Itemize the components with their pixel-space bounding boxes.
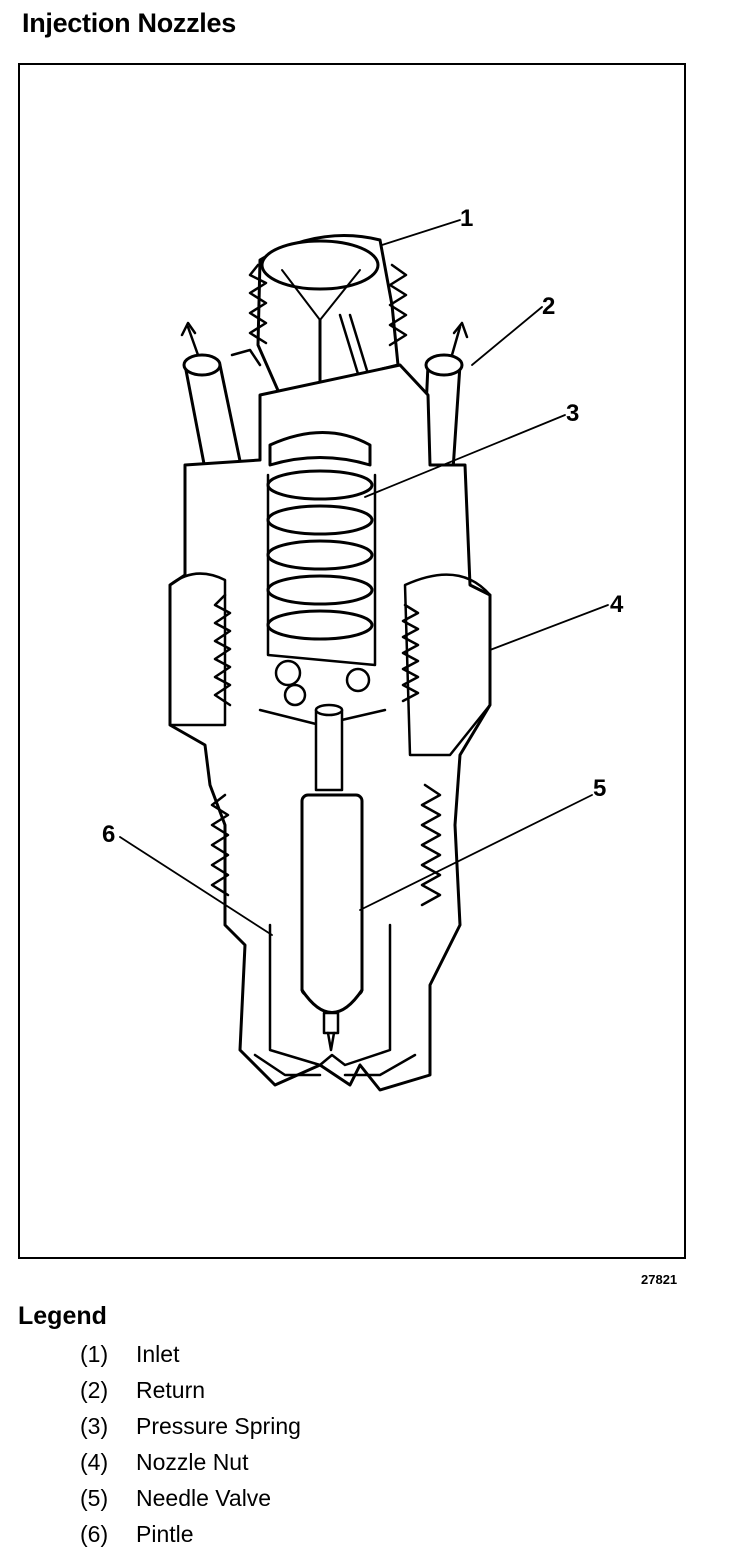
legend-item: (3) Pressure Spring: [80, 1411, 301, 1447]
callout-5: 5: [593, 775, 607, 802]
callout-4: 4: [610, 591, 624, 618]
needle-valve: [300, 793, 364, 1052]
legend-item-label: Pintle: [136, 1521, 194, 1547]
body-threads-left: [210, 793, 230, 897]
legend-item-label: Pressure Spring: [136, 1413, 301, 1439]
body-threads-right: [420, 783, 442, 907]
legend-item-label: Inlet: [136, 1341, 180, 1367]
legend-item: (1) Inlet: [80, 1339, 301, 1375]
legend-item: (6) Pintle: [80, 1519, 301, 1555]
legend-item: (2) Return: [80, 1375, 301, 1411]
callout-1: 1: [460, 205, 474, 232]
pressure-spring: [266, 431, 377, 667]
legend-item-number: (2): [80, 1377, 109, 1403]
nut-threads: [213, 593, 232, 707]
diagram-frame: 1 2 3 4 5 6: [18, 63, 686, 1259]
leader-lines: [119, 219, 609, 936]
callout-6: 6: [102, 821, 116, 848]
legend-item-label: Needle Valve: [136, 1485, 272, 1511]
legend-item-number: (4): [80, 1449, 109, 1475]
figure-id: 27821: [641, 1272, 678, 1287]
nozzle-tip: [268, 923, 392, 1067]
legend-item-label: Return: [136, 1377, 206, 1403]
inlet-cone: [260, 239, 380, 291]
injection-nozzle-drawing: [119, 219, 609, 1092]
callout-3: 3: [566, 400, 580, 427]
legend-item-number: (6): [80, 1521, 109, 1547]
page-title: Injection Nozzles: [22, 8, 236, 38]
legend-title: Legend: [18, 1302, 107, 1330]
callout-2: 2: [542, 293, 556, 320]
legend-item-number: (3): [80, 1413, 109, 1439]
legend-item-number: (1): [80, 1341, 109, 1367]
legend-item: (5) Needle Valve: [80, 1483, 301, 1519]
legend-item: (4) Nozzle Nut: [80, 1447, 301, 1483]
legend-item-label: Nozzle Nut: [136, 1449, 249, 1475]
inlet-threads: [248, 263, 268, 345]
legend-item-number: (5): [80, 1485, 109, 1511]
legend-list: (1) Inlet (2) Return (3) Pressure Spring (4…: [80, 1339, 301, 1555]
spindle: [314, 708, 344, 792]
